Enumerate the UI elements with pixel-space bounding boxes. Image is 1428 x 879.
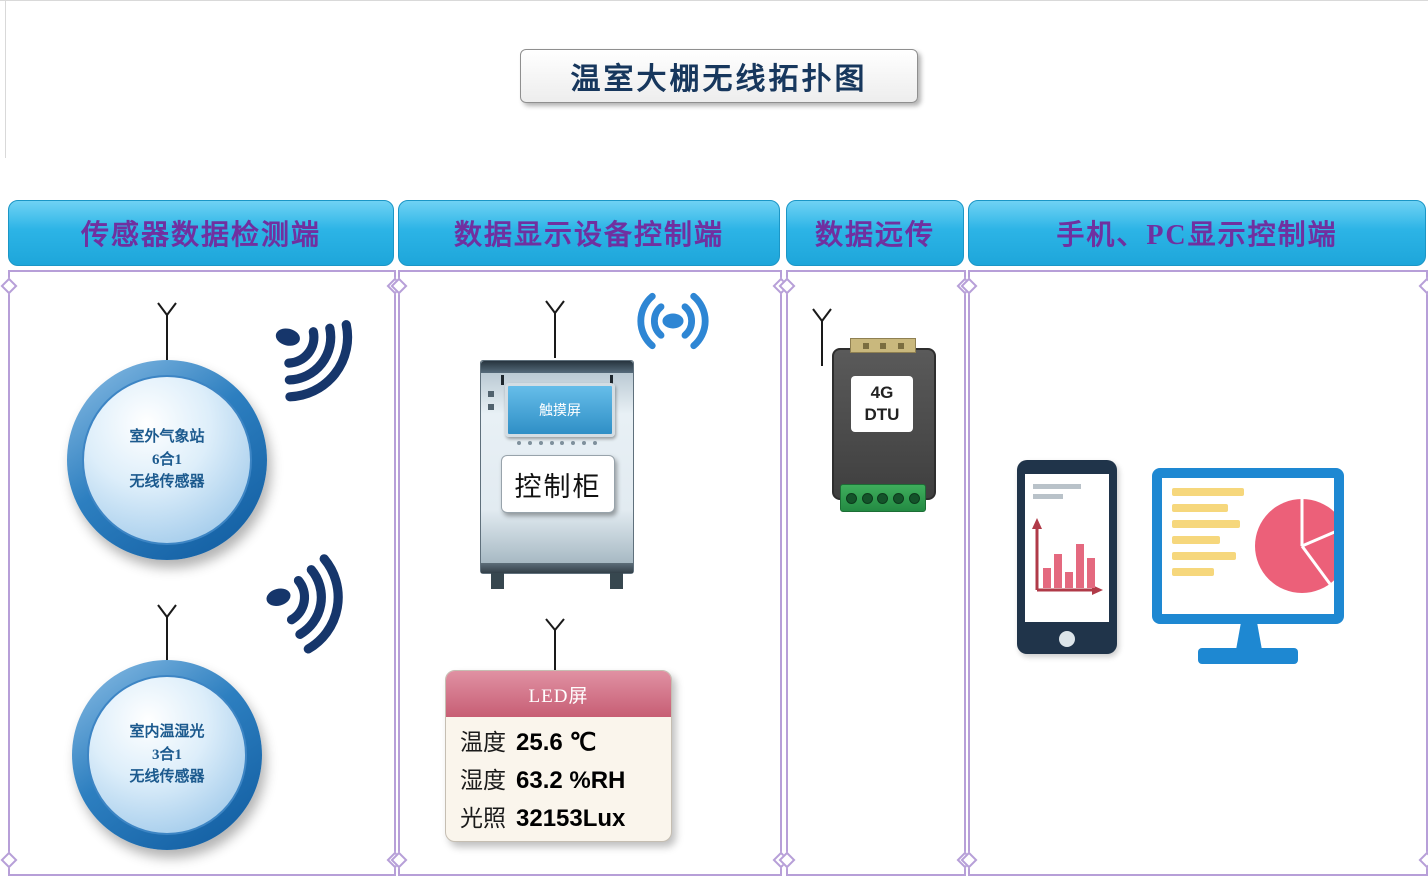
outdoor-sensor-label-1: 室外气象站 <box>129 429 205 446</box>
dtu-terminal-block <box>840 484 926 512</box>
phone-home-button <box>1059 631 1075 647</box>
header-display-column: 数据显示设备控制端 <box>398 200 780 266</box>
led-row-light: 光照 32153Lux <box>460 799 657 837</box>
led-panel-title: LED屏 <box>446 671 671 717</box>
antenna-icon <box>535 618 575 675</box>
led-humidity-value: 63.2 %RH <box>516 767 626 794</box>
pc-monitor-screen <box>1162 478 1334 614</box>
sensor-column-frame: 室外气象站 6合1 无线传感器 室内温湿光 3合1 <box>0 270 404 876</box>
led-light-value: 32153Lux <box>516 805 626 832</box>
smartphone-screen <box>1025 474 1109 622</box>
cabinet-leg <box>491 573 504 589</box>
led-light-label: 光照 <box>460 806 506 831</box>
page-edge-left <box>5 0 6 158</box>
dtu-label-line2: DTU <box>864 405 900 424</box>
wifi-signal-icon <box>242 288 398 442</box>
antenna-icon <box>802 308 842 371</box>
dtu-label: 4G DTU <box>851 376 913 432</box>
transfer-column-frame: 4G DTU <box>778 270 974 876</box>
led-row-temperature: 温度 25.6 ℃ <box>460 723 657 761</box>
led-panel-body: 温度 25.6 ℃ 湿度 63.2 %RH 光照 32153Lux <box>446 717 671 843</box>
cabinet-indicators <box>488 391 494 410</box>
display-column-frame: 触摸屏 控制柜 LED屏 温度 25.6 ℃ <box>390 270 790 876</box>
diagram-title: 温室大棚无线拓扑图 <box>570 63 868 96</box>
pc-monitor <box>1152 468 1344 664</box>
touchscreen: 触摸屏 <box>505 383 615 437</box>
cabinet-vents <box>517 441 597 445</box>
header-client-column: 手机、PC显示控制端 <box>968 200 1426 266</box>
indoor-sensor-node: 室内温湿光 3合1 无线传感器 <box>72 660 262 850</box>
dashboard-text-lines <box>1162 478 1250 614</box>
client-column-frame <box>960 270 1428 876</box>
antenna-icon <box>535 300 575 363</box>
broadcast-signal-icon <box>598 290 748 357</box>
phone-bar-chart <box>1032 484 1103 595</box>
outdoor-sensor-label-3: 无线传感器 <box>129 474 205 491</box>
page-edge-top <box>0 0 1428 1</box>
outdoor-sensor-label-2: 6合1 <box>151 451 182 468</box>
control-cabinet: 触摸屏 控制柜 <box>480 360 634 589</box>
wifi-signal-icon <box>254 545 386 669</box>
led-temperature-value: 25.6 ℃ <box>516 729 597 756</box>
indoor-sensor-label-2: 3合1 <box>151 746 182 763</box>
dtu-serial-connector <box>850 338 916 353</box>
monitor-stand-neck <box>1236 624 1262 650</box>
led-display-panel: LED屏 温度 25.6 ℃ 湿度 63.2 %RH 光照 32153Lux <box>445 670 672 842</box>
led-temperature-label: 温度 <box>460 730 506 755</box>
header-sensor-column: 传感器数据检测端 <box>8 200 394 266</box>
dashboard-pie-chart <box>1250 478 1334 614</box>
diagram-title-box: 温室大棚无线拓扑图 <box>520 49 918 103</box>
cabinet-bottom-strip <box>481 563 633 573</box>
cabinet-top-strip <box>481 361 633 373</box>
dtu-label-line1: 4G <box>870 382 894 402</box>
header-transfer-column: 数据远传 <box>786 200 964 266</box>
led-row-humidity: 湿度 63.2 %RH <box>460 761 657 799</box>
dtu-device: 4G DTU <box>832 338 936 512</box>
smartphone <box>1017 460 1117 654</box>
led-humidity-label: 湿度 <box>460 768 506 793</box>
monitor-stand-base <box>1198 648 1298 664</box>
outdoor-sensor-face: 室外气象站 6合1 无线传感器 <box>82 375 252 545</box>
outdoor-sensor-node: 室外气象站 6合1 无线传感器 <box>67 360 267 560</box>
antenna-icon <box>147 604 187 667</box>
indoor-sensor-label-3: 无线传感器 <box>129 769 205 786</box>
indoor-sensor-label-1: 室内温湿光 <box>129 724 205 741</box>
cabinet-label: 控制柜 <box>501 455 615 513</box>
indoor-sensor-face: 室内温湿光 3合1 无线传感器 <box>87 675 247 835</box>
antenna-icon <box>147 302 187 365</box>
cabinet-leg <box>610 573 623 589</box>
